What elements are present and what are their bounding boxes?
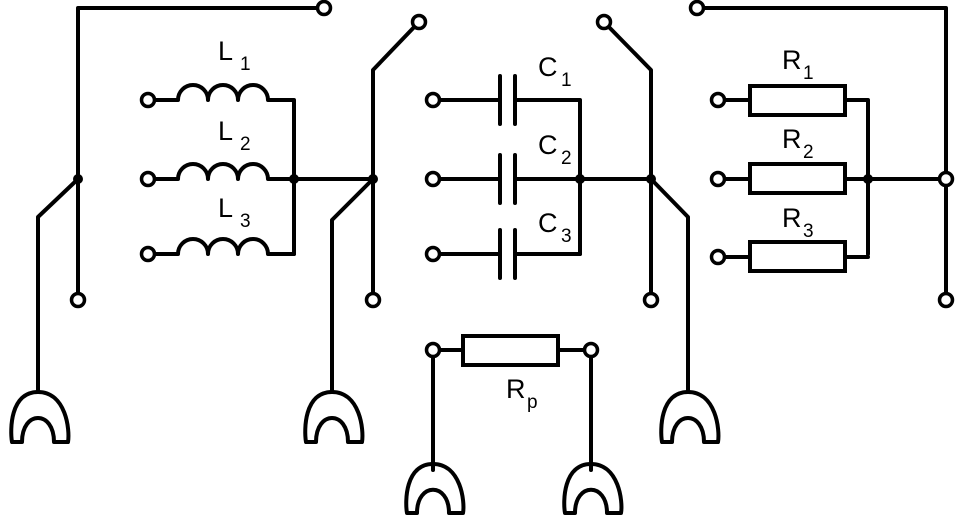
label-L3: L 3 xyxy=(218,193,251,232)
svg-text:L: L xyxy=(218,193,233,223)
terminals[interactable] xyxy=(69,0,955,359)
svg-text:L: L xyxy=(218,116,233,146)
resistor-bank xyxy=(716,84,946,273)
svg-text:R: R xyxy=(782,203,802,233)
socket-1[interactable] xyxy=(9,390,71,444)
label-C3: C 3 xyxy=(538,208,572,247)
svg-text:R: R xyxy=(782,45,802,75)
svg-text:2: 2 xyxy=(240,134,251,155)
label-C2: C 2 xyxy=(538,130,572,169)
label-L1: L 1 xyxy=(218,36,251,75)
inductor-bank xyxy=(146,83,375,256)
svg-text:C: C xyxy=(538,52,558,82)
svg-text:R: R xyxy=(506,374,526,404)
svg-text:1: 1 xyxy=(803,63,814,84)
label-C1: C 1 xyxy=(538,52,572,91)
svg-text:p: p xyxy=(527,392,538,413)
capacitor-bank xyxy=(431,74,653,280)
socket-2[interactable] xyxy=(303,390,365,444)
svg-text:1: 1 xyxy=(240,54,251,75)
label-Rp: R p xyxy=(506,374,538,413)
svg-text:C: C xyxy=(538,130,558,160)
switch-2 xyxy=(330,20,421,394)
svg-text:2: 2 xyxy=(561,148,572,169)
socket-5[interactable] xyxy=(562,462,624,515)
svg-text:3: 3 xyxy=(561,226,572,247)
switch-1 xyxy=(36,6,326,394)
label-R1: R 1 xyxy=(782,45,814,84)
label-R3: R 3 xyxy=(782,203,814,242)
probe-resistor xyxy=(431,334,593,472)
label-L2: L 2 xyxy=(218,116,251,155)
switch-4 xyxy=(695,6,948,302)
switch-3 xyxy=(602,20,690,394)
junction-dots xyxy=(73,174,873,184)
svg-text:C: C xyxy=(538,208,558,238)
svg-text:2: 2 xyxy=(803,142,814,163)
label-R2: R 2 xyxy=(782,124,814,163)
svg-text:3: 3 xyxy=(240,211,251,232)
socket-4[interactable] xyxy=(404,462,466,515)
svg-text:R: R xyxy=(782,124,802,154)
svg-text:L: L xyxy=(218,36,233,66)
svg-text:3: 3 xyxy=(803,221,814,242)
socket-3[interactable] xyxy=(659,390,721,444)
svg-text:1: 1 xyxy=(561,70,572,91)
